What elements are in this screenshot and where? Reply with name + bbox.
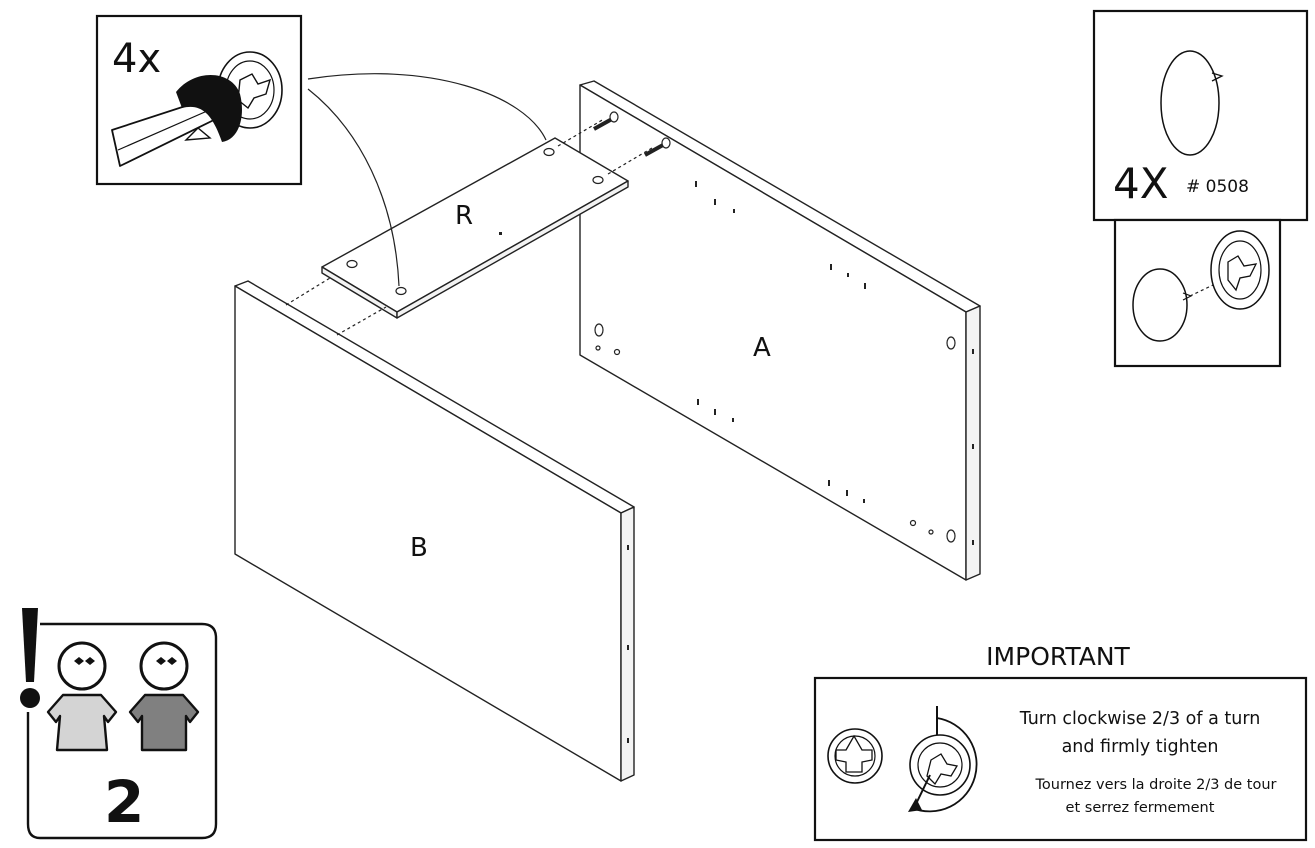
clockwise-rotation-icon [908,706,978,813]
person-icon [46,641,118,752]
panel-a-label: A [753,333,771,363]
panel-a: A [579,80,981,581]
cap-count: 4X [1113,159,1169,208]
warning-exclamation-icon [20,608,40,708]
part-number: # 0508 [1186,177,1249,197]
panel-b-label: B [410,533,428,563]
callout-count: 4x [112,36,161,82]
cam-lock-icon [1210,230,1270,310]
dowel-screw [644,137,671,157]
panel-b: B [234,280,635,782]
cover-cap-icon [1132,268,1193,342]
assembly-guides [285,111,671,336]
people-count: 2 [104,768,144,836]
instruction-en-line1: Turn clockwise 2/3 of a turn [1019,709,1261,729]
instruction-en-line2: and firmly tighten [1062,737,1219,757]
turn-cam-callout: 4x [95,14,303,186]
panel-r: R [321,137,629,319]
panel-r-label: R [455,201,473,231]
two-person-badge: 2 [20,608,218,840]
callout-leaders [307,73,547,287]
person-icon [128,641,200,752]
dowel-screw [593,111,619,131]
instruction-fr-line2: et serrez fermement [1066,800,1215,816]
cam-lock-icon [827,728,883,784]
important-note: IMPORTANT Turn clockwise 2/3 of a turn a… [813,642,1308,842]
important-title: IMPORTANT [986,642,1130,671]
cover-cap-callout: 4X # 0508 [1092,9,1309,368]
instruction-fr-line1: Tournez vers la droite 2/3 de tour [1035,777,1277,793]
cover-cap-icon [1160,50,1224,156]
